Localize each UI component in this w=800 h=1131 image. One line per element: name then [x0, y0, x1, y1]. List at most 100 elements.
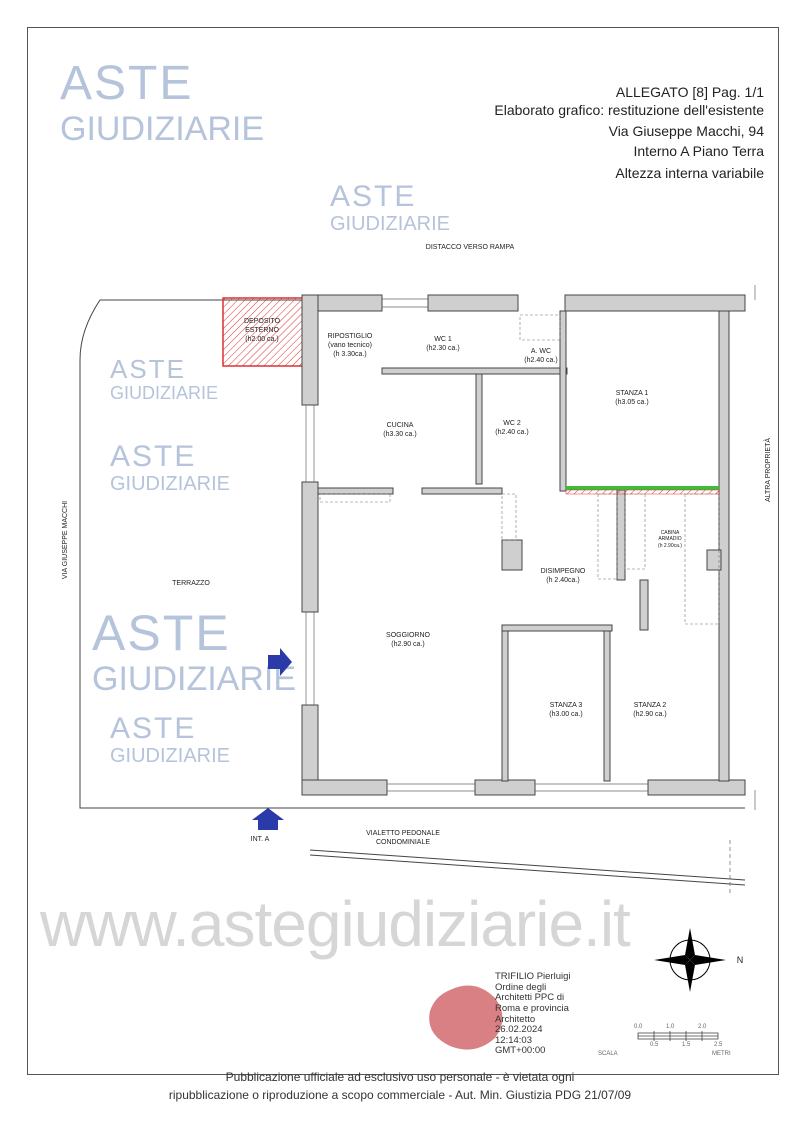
seal-stamp	[429, 985, 503, 1050]
header-allegato: ALLEGATO [8] Pag. 1/1	[615, 84, 764, 100]
label-distacco: DISTACCO VERSO RAMPA	[425, 244, 515, 251]
scale-unit: METRI	[712, 1051, 731, 1057]
watermark-text: GIUDIZIARIE	[330, 213, 451, 235]
site-watermark: www.astegiudiziarie.it	[40, 888, 631, 960]
room-soggiorno: SOGGIORNO(h2.90 ca.)	[386, 632, 430, 650]
scale-tick: 2.5	[714, 1042, 723, 1048]
room-name: A. WC	[530, 348, 552, 355]
room-name: CUCINA	[386, 422, 414, 429]
room-name: STANZA 1	[615, 390, 649, 397]
room-name: STANZA 3	[549, 702, 583, 709]
header-height: Altezza interna variabile	[615, 165, 764, 181]
path-line	[309, 849, 746, 881]
header-floor: Interno A Piano Terra	[633, 143, 765, 159]
label-vialetto-1: VIALETTO PEDONALE	[366, 830, 440, 837]
signature-line: TRIFILIO Pierluigi	[495, 971, 571, 982]
watermark-text: ASTE	[92, 605, 231, 661]
room-height: (h 2.40ca.)	[546, 576, 580, 584]
scale-tick: 1.0	[666, 1024, 675, 1030]
room-awc: A. WC(h2.40 ca.)	[524, 348, 557, 366]
room-name: DISIMPEGNO	[540, 568, 586, 575]
terrace-boundary	[79, 299, 302, 809]
header-title: Elaborato grafico: restituzione dell'esi…	[494, 102, 764, 118]
footer-line-1: Pubblicazione ufficiale ad esclusivo uso…	[225, 1070, 575, 1084]
header-address: Via Giuseppe Macchi, 94	[608, 123, 764, 139]
page-frame	[27, 27, 779, 1075]
room-sub: (vano tecnico)	[328, 341, 372, 349]
wardrobes	[319, 314, 720, 625]
scale-tick: 0.5	[650, 1042, 659, 1048]
room-height: (h2.90 ca.)	[391, 640, 425, 648]
room-name: CABINA	[660, 530, 680, 536]
watermark-text: ASTE	[110, 354, 186, 384]
walls	[301, 294, 746, 796]
signature-line: Roma e provincia	[495, 1002, 569, 1014]
entrance-arrow-icon	[252, 808, 284, 830]
room-cucina: CUCINA(h3.30 ca.)	[383, 422, 416, 440]
room-stanza3: STANZA 3(h3.00 ca.)	[549, 702, 582, 720]
scale-tick: 1.5	[682, 1042, 691, 1048]
scale-bar	[637, 1031, 719, 1041]
room-name: RIPOSTIGLIO	[327, 333, 373, 340]
room-height: (h2.00 ca.)	[245, 335, 279, 343]
label-street: VIA GIUSEPPE MACCHI	[62, 500, 69, 580]
red-strip	[565, 489, 720, 495]
scale-tick: 2.0	[698, 1024, 707, 1030]
room-height: (h2.30 ca.)	[426, 344, 460, 352]
watermark-text: GIUDIZIARIE	[110, 473, 231, 495]
scale-tick: 0.0	[634, 1024, 643, 1030]
room-sub: ESTERNO	[245, 326, 279, 334]
watermark-text: ASTE	[60, 57, 194, 110]
watermark-text: ASTE	[110, 440, 197, 473]
north-compass-icon	[654, 928, 726, 992]
watermark-text: ASTE	[110, 712, 197, 745]
digital-signature: TRIFILIO Pierluigi Ordine degli Architet…	[495, 971, 571, 1057]
room-name: WC 2	[503, 420, 521, 427]
signature-line: GMT+00:00	[495, 1045, 546, 1057]
signature-line: Architetti PPC di	[495, 992, 565, 1004]
room-terrazzo: TERRAZZO	[172, 580, 210, 589]
signature-line: Ordine degli	[495, 981, 547, 993]
room-height: (h3.30 ca.)	[383, 430, 417, 438]
room-name: STANZA 2	[633, 702, 667, 709]
room-name: DEPOSITO	[243, 318, 281, 325]
watermark-text: GIUDIZIARIE	[110, 382, 219, 403]
signature-line: 12:14:03	[495, 1034, 532, 1046]
north-label: N	[736, 955, 744, 965]
room-height: (h2.90 ca.)	[633, 710, 667, 718]
room-wc2: WC 2(h2.40 ca.)	[495, 420, 528, 438]
signature-line: 26.02.2024	[495, 1024, 543, 1036]
room-ripostiglio: RIPOSTIGLIO(vano tecnico)(h 3.30ca.)	[328, 333, 373, 359]
watermark-text: GIUDIZIARIE	[92, 660, 297, 698]
label-altra-proprieta: ALTRA PROPRIETÀ	[765, 437, 772, 503]
room-stanza1: STANZA 1(h3.05 ca.)	[615, 390, 648, 408]
room-height: (h2.40 ca.)	[495, 428, 529, 436]
green-strip	[566, 486, 719, 490]
room-height: (h2.40 ca.)	[524, 356, 558, 364]
signature-line: Architetto	[495, 1013, 536, 1025]
room-name: TERRAZZO	[172, 580, 210, 587]
room-wc1: WC 1(h2.30 ca.)	[426, 336, 459, 354]
room-height: (h3.00 ca.)	[549, 710, 583, 718]
room-height: (h 3.30ca.)	[333, 350, 367, 358]
entrance-arrow-icon	[268, 648, 292, 676]
label-entrance: INT. A	[250, 836, 270, 843]
room-name: WC 1	[434, 336, 452, 343]
room-disimpegno: DISIMPEGNO(h 2.40ca.)	[541, 568, 586, 586]
footer-line-2: ripubblicazione o riproduzione a scopo c…	[168, 1088, 632, 1102]
path-line	[309, 854, 746, 886]
room-stanza2: STANZA 2(h2.90 ca.)	[633, 702, 666, 720]
label-vialetto-2: CONDOMINIALE	[375, 838, 431, 846]
room-name: SOGGIORNO	[386, 632, 430, 639]
room-height: (h 2.90ca.)	[658, 542, 682, 549]
